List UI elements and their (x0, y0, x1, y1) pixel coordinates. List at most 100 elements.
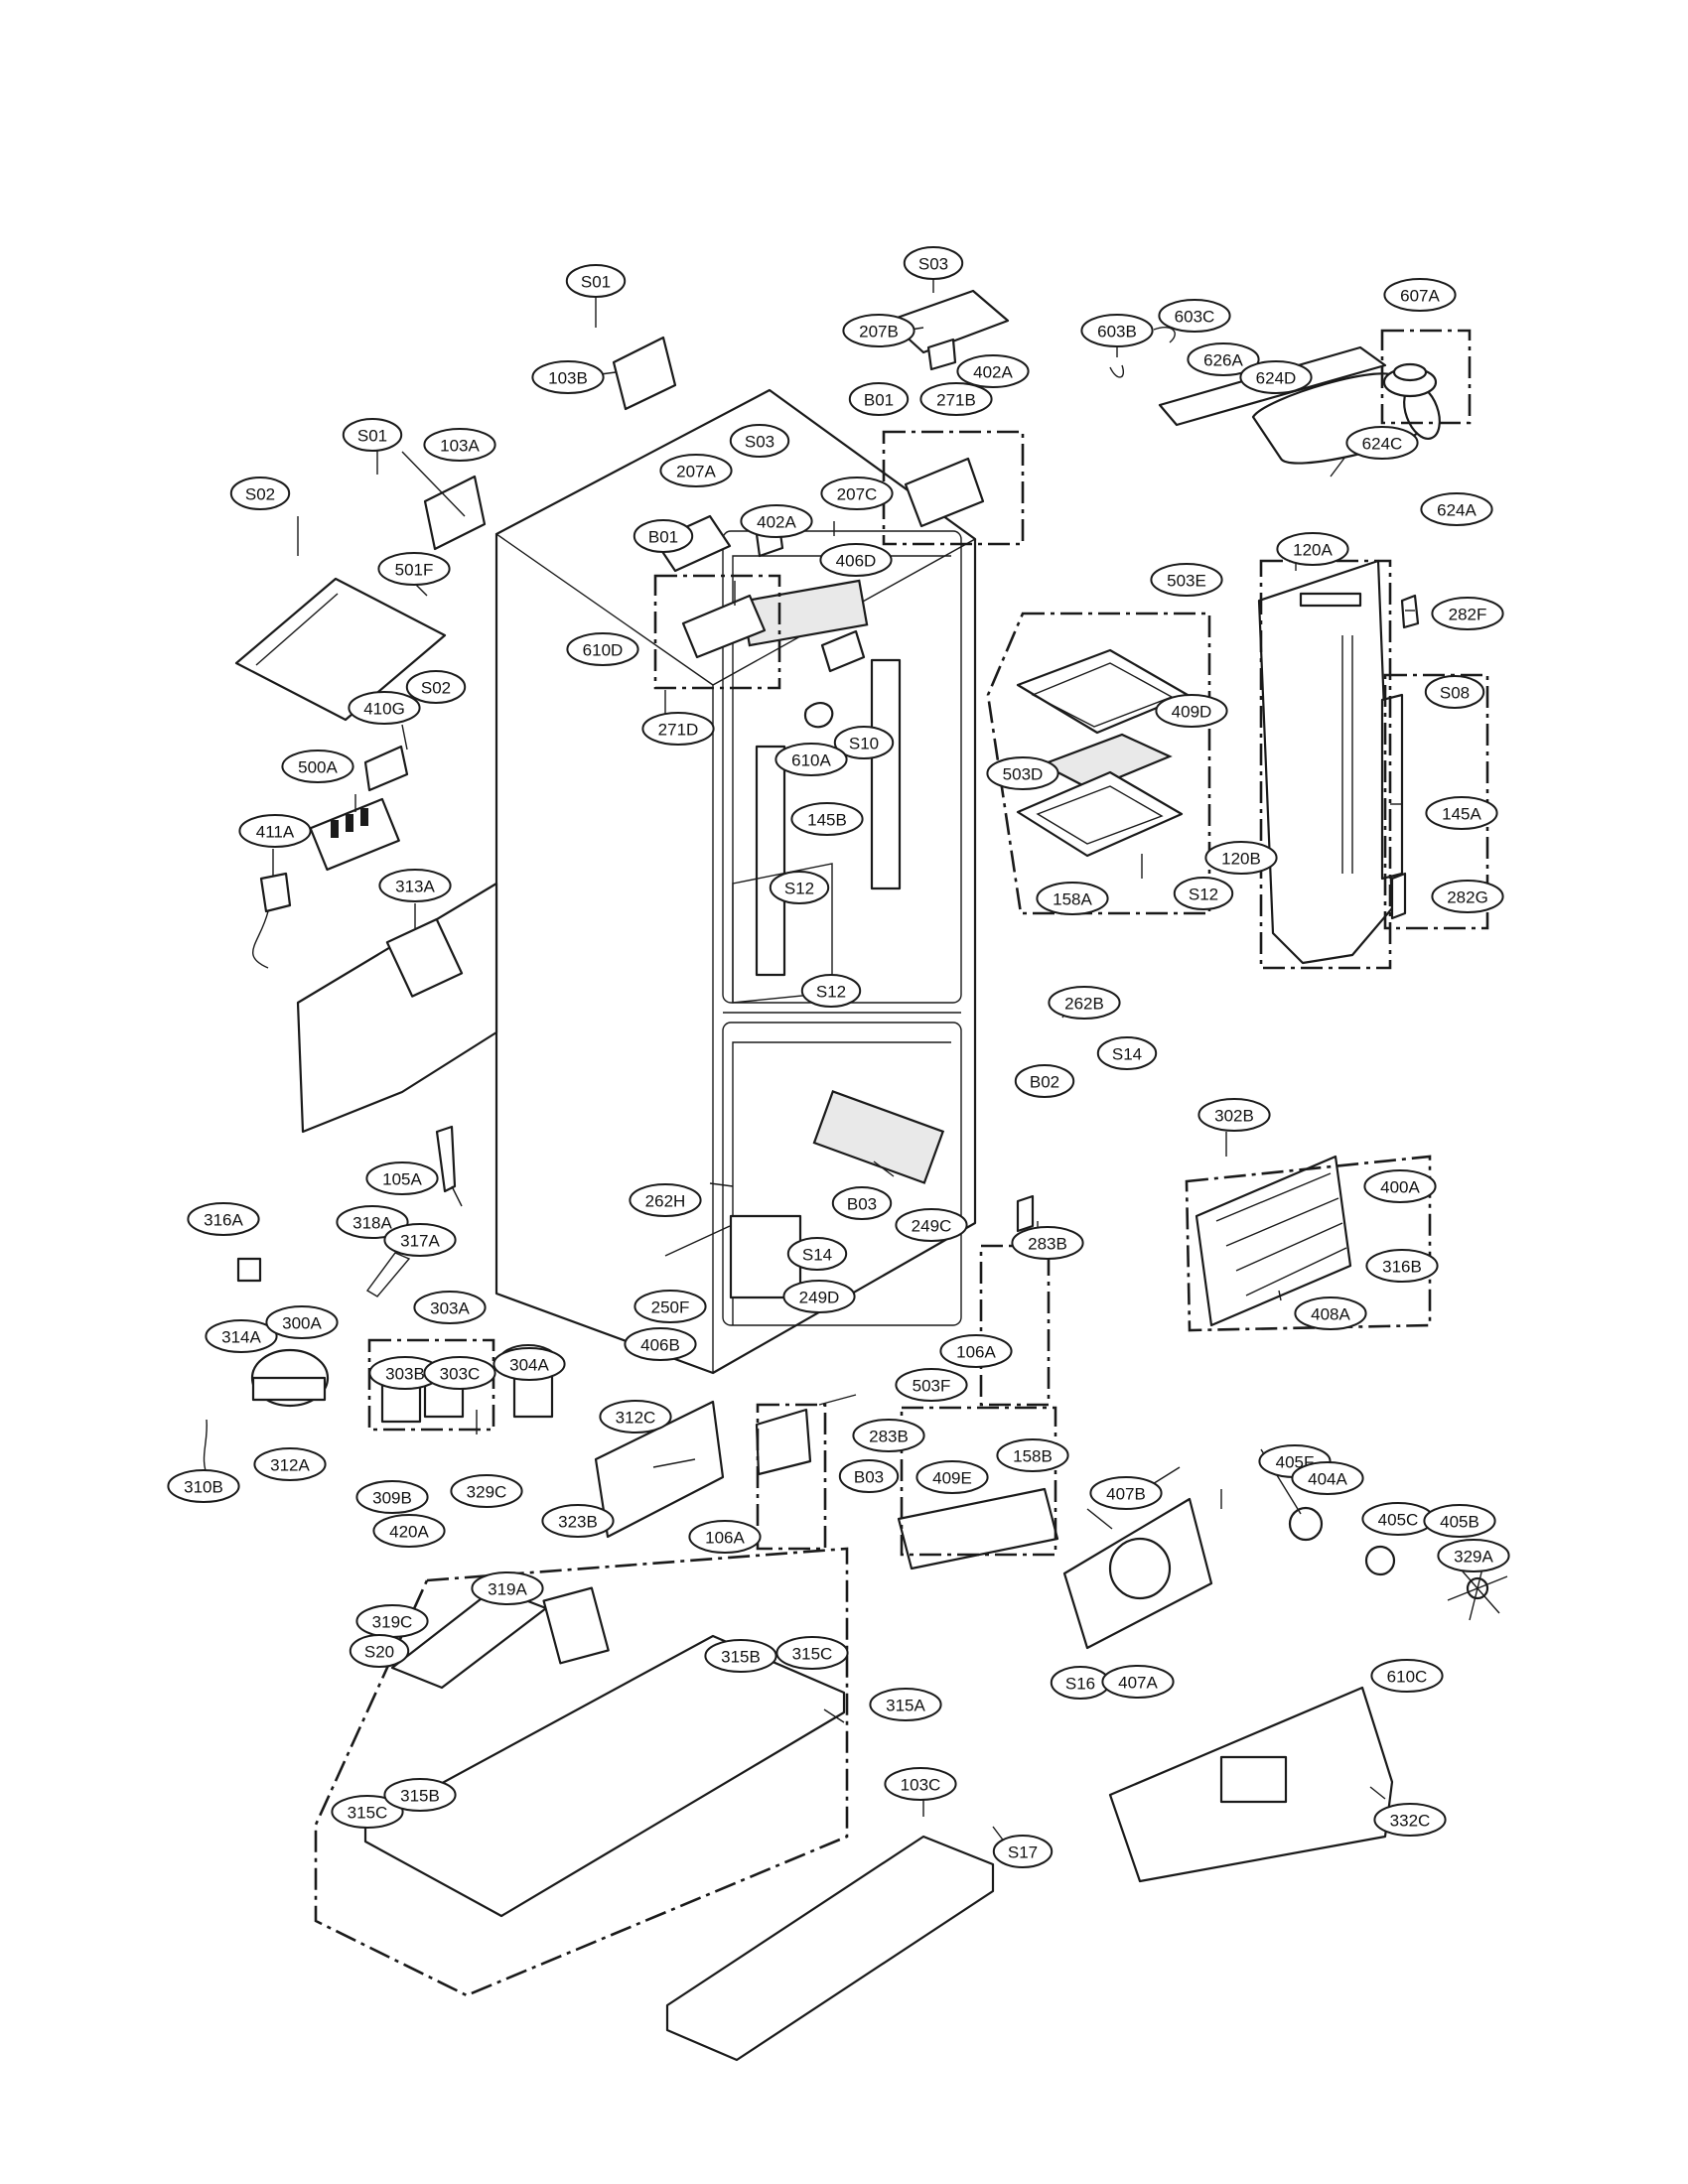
callout-bubble (372, 1514, 446, 1548)
drawer-parts (1016, 648, 1190, 858)
part-callout: 271D (641, 712, 715, 746)
callout-bubble (1431, 597, 1504, 630)
callout-bubble (1345, 426, 1419, 460)
callout-bubble (365, 1161, 439, 1195)
callout-bubble (1431, 880, 1504, 913)
part-label: S12 (816, 983, 846, 1002)
part-callout: 312A (253, 1447, 327, 1481)
callout-bubble (405, 670, 467, 704)
callout-bubble (740, 504, 813, 538)
part-label: 315B (400, 1787, 440, 1806)
callout-bubble (565, 264, 627, 298)
part-label: 262H (645, 1192, 686, 1211)
part-label: 315A (886, 1697, 925, 1715)
part-callout: 624A (1420, 492, 1493, 526)
callout-bubble (641, 712, 715, 746)
part-callout: 207B (842, 314, 915, 347)
callout-bubble (492, 1347, 566, 1381)
part-label: 300A (282, 1314, 322, 1333)
part-callout: 120A (1276, 532, 1349, 566)
fan-blade-icon (1447, 1556, 1508, 1621)
part-label: 332C (1390, 1812, 1431, 1831)
part-label: 319C (372, 1613, 413, 1632)
callout-bubble (1150, 563, 1223, 597)
callout-bubble (1101, 1665, 1175, 1699)
part-label: 316A (204, 1211, 243, 1230)
callout-bubble (383, 1223, 457, 1257)
part-label: 402A (973, 363, 1013, 382)
part-callout: 249C (895, 1208, 968, 1242)
part-label: 420A (389, 1523, 429, 1542)
part-label: 405B (1440, 1513, 1479, 1532)
part-label: 158A (1053, 890, 1092, 909)
part-label: 312C (616, 1409, 656, 1428)
callout-bubble (1291, 1461, 1364, 1495)
part-callout: 103B (531, 360, 605, 394)
part-callout: B03 (831, 1186, 893, 1220)
part-callout: 407A (1101, 1665, 1175, 1699)
part-label: S12 (1189, 886, 1218, 904)
part-callout: 314A (205, 1319, 278, 1353)
part-label: 624A (1437, 501, 1477, 520)
part-label: S14 (802, 1246, 832, 1265)
part-label: S03 (918, 255, 948, 274)
condenser-fan-parts (1062, 1155, 1508, 1883)
part-callout: 283B (1011, 1226, 1084, 1260)
part-callout: 409E (915, 1460, 989, 1494)
callout-bubble (378, 869, 452, 902)
part-label: 262B (1064, 995, 1104, 1014)
part-callout: 310B (167, 1469, 240, 1503)
part-label: 603C (1175, 308, 1215, 327)
part-callout: 106A (939, 1334, 1013, 1368)
part-label: 271B (936, 391, 976, 410)
part-callout: 404A (1291, 1461, 1364, 1495)
callout-bubble (633, 1290, 707, 1323)
part-label: 409E (932, 1469, 972, 1488)
callout-bubble (1294, 1297, 1367, 1330)
part-callout: B02 (1014, 1064, 1075, 1098)
callout-bubble (348, 691, 421, 725)
part-callout: 312C (599, 1400, 672, 1433)
callout-bubble (281, 750, 354, 783)
part-label: 603B (1097, 323, 1137, 341)
callout-bubble (852, 1419, 925, 1452)
callout-bubble (903, 246, 964, 280)
part-label: S01 (581, 273, 611, 292)
part-label: 106A (956, 1343, 996, 1362)
part-label: 329A (1454, 1548, 1493, 1567)
callout-bubble (819, 543, 893, 577)
callout-bubble (869, 1688, 942, 1721)
callout-bubble (1155, 694, 1228, 728)
part-callout: 315B (704, 1639, 777, 1673)
part-label: 283B (1028, 1235, 1067, 1254)
callout-bubble (531, 360, 605, 394)
part-callout: 501F (377, 552, 451, 586)
part-callout: 409D (1155, 694, 1228, 728)
part-label: B02 (1030, 1073, 1059, 1092)
part-callout: S14 (1096, 1036, 1158, 1070)
part-callout: S02 (405, 670, 467, 704)
part-label: 105A (382, 1170, 422, 1189)
part-callout: 158A (1036, 882, 1109, 915)
part-label: 405C (1378, 1511, 1419, 1530)
part-label: 407A (1118, 1674, 1158, 1693)
callout-bubble (1420, 492, 1493, 526)
part-callout: 106A (688, 1520, 762, 1554)
part-label: 323B (558, 1513, 598, 1532)
callout-bubble (1425, 796, 1498, 830)
part-callout: 300A (265, 1305, 339, 1339)
part-label: 106A (705, 1529, 745, 1548)
part-callout: B03 (838, 1459, 900, 1493)
part-label: 145A (1442, 805, 1481, 824)
part-label: S10 (849, 735, 879, 753)
part-label: 249D (799, 1289, 840, 1307)
part-callout: 313A (378, 869, 452, 902)
part-label: 610D (583, 641, 624, 660)
part-label: 503F (913, 1377, 951, 1396)
part-label: 303A (430, 1299, 470, 1318)
part-callout: 145A (1425, 796, 1498, 830)
part-label: 409D (1172, 703, 1212, 722)
part-callout: 316A (187, 1202, 260, 1236)
part-label: B03 (854, 1468, 884, 1487)
part-callout: 145B (790, 802, 864, 836)
